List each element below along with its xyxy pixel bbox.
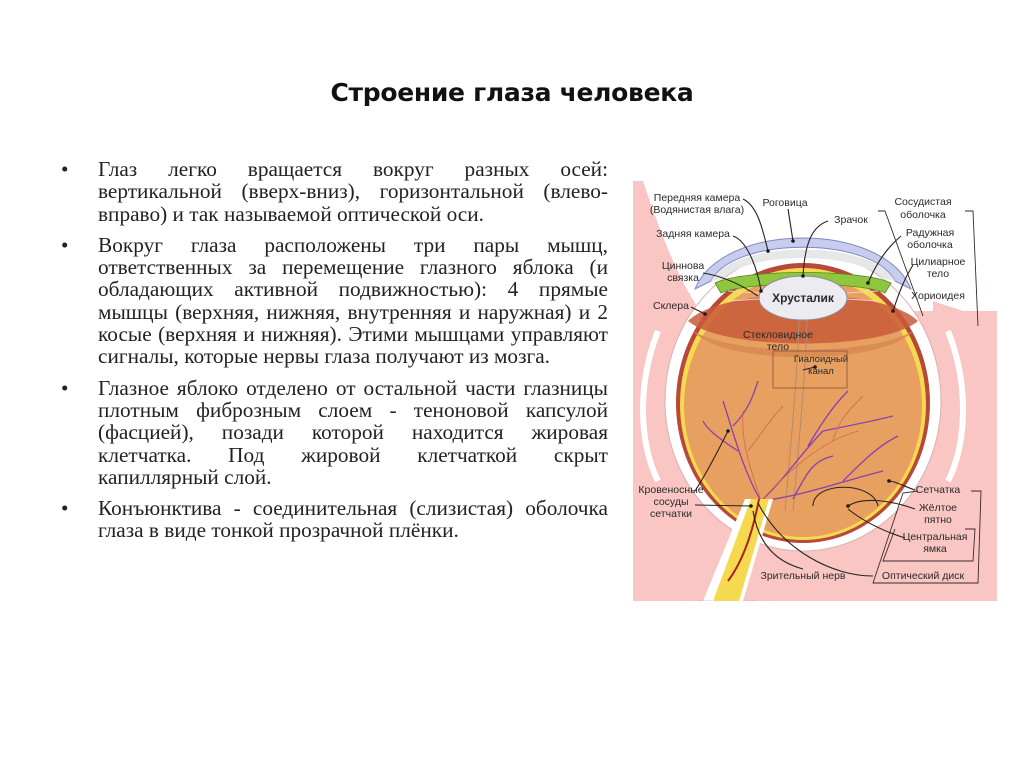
hyaloid-canal-label: Гиалоидный — [794, 354, 848, 365]
macula-sublabel: пятно — [924, 514, 952, 526]
bullet-item: • Глаз легко вращается вокруг разных осе… — [58, 158, 608, 225]
vitreous-body-label: Стекловидное — [743, 329, 813, 341]
hyaloid-canal-shape — [784, 319, 808, 512]
label-brackets — [872, 210, 982, 584]
pupil-label: Зрачок — [834, 214, 868, 226]
retinal-arteries — [742, 395, 864, 502]
fovea-sublabel: ямка — [923, 543, 947, 555]
eye-diagram-svg: Хрусталик Передняя камера (Водянистая вл… — [633, 181, 997, 601]
zonule-sublabel: связка — [667, 272, 699, 284]
posterior-chamber-label: Задняя камера — [656, 228, 730, 240]
cornea-shape — [694, 237, 912, 291]
bullet-text: Глаз легко вращается вокруг разных осей:… — [98, 157, 608, 226]
bullet-item: • Конъюнктива - соединительная (слизиста… — [58, 497, 608, 542]
retinal-vessels-sublabel-1: сосуды — [653, 496, 688, 508]
retinal-vessels — [702, 380, 899, 502]
bullet-item: • Глазное яблоко отделено от остальной ч… — [58, 375, 608, 489]
bullet-marker: • — [61, 157, 69, 181]
ciliary-body-label: Цилиарное — [911, 256, 966, 268]
lens-label: Хрусталик — [772, 291, 835, 305]
bullet-text: Глазное яблоко отделено от остальной час… — [98, 375, 608, 489]
slide-title: Строение глаза человека — [330, 78, 694, 107]
ciliary-fringe — [693, 331, 913, 358]
central-artery — [727, 498, 760, 582]
bullet-marker: • — [61, 496, 69, 521]
zonule-label: Циннова — [662, 260, 705, 272]
iris-label: Радужная — [906, 227, 954, 239]
optic-nerve-shape — [713, 499, 769, 601]
optic-disc-label: Оптический диск — [882, 570, 965, 582]
anterior-chamber-label: Передняя камера — [654, 192, 741, 204]
anterior-chamber-sublabel: (Водянистая влага) — [650, 204, 744, 216]
choroid-label: Хориоидея — [911, 290, 965, 302]
orbit-tissue-top — [633, 181, 695, 326]
macula-leader — [812, 486, 879, 507]
sclera-label: Склера — [653, 300, 689, 312]
retinal-vessels-sublabel-2: сетчатки — [650, 508, 692, 520]
fovea-label: Центральная — [903, 531, 968, 543]
macula-label: Жёлтое — [919, 502, 957, 514]
conjunctiva-right — [945, 329, 966, 483]
hyaloid-canal-sublabel: канал — [808, 366, 834, 377]
vitreous-body-shape — [684, 275, 922, 537]
conjunctiva-left — [640, 329, 661, 483]
vascular-tunic-sublabel: оболочка — [900, 209, 946, 221]
hyaloid-label-box — [772, 350, 848, 389]
bullet-marker: • — [61, 375, 69, 400]
eye-anatomy-diagram: Хрусталик Передняя камера (Водянистая вл… — [633, 181, 997, 601]
bullet-list: • Глаз легко вращается вокруг разных осе… — [58, 158, 608, 551]
ciliary-body-sublabel: тело — [927, 268, 949, 280]
optic-nerve-label: Зрительный нерв — [760, 570, 845, 582]
vascular-tunic-label: Сосудистая — [894, 196, 951, 208]
label-leader-lines — [690, 198, 916, 577]
bullet-text: Вокруг глаза расположены три пары мышц, … — [98, 232, 608, 369]
leader-dots — [703, 239, 895, 508]
vitreous-body-sublabel: тело — [767, 341, 789, 353]
anterior-chamber-shape — [711, 249, 895, 281]
bullet-text: Конъюнктива - соединительная (слизистая)… — [98, 496, 608, 543]
bullet-item: • Вокруг глаза расположены три пары мышц… — [58, 234, 608, 368]
retina-label: Сетчатка — [916, 484, 961, 496]
cornea-label: Роговица — [762, 197, 807, 209]
bullet-marker: • — [61, 232, 69, 257]
zonule-fibers — [727, 290, 879, 302]
iris-sublabel: оболочка — [907, 239, 953, 251]
retinal-vessels-label: Кровеносные — [638, 484, 703, 496]
